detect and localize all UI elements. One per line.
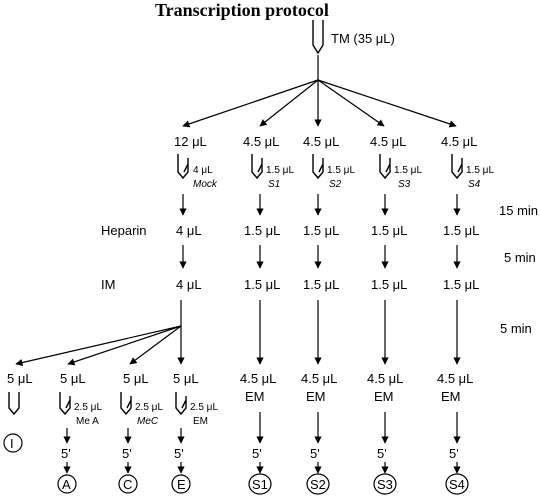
em-label: EM <box>441 389 461 404</box>
final-volume: 4.5 μL <box>240 371 276 386</box>
incubation-time: 5' <box>449 446 459 461</box>
im-volume: 1.5 μL <box>443 277 479 292</box>
tm-distribution-arrows <box>182 55 457 128</box>
incubation-time: 5' <box>61 446 71 461</box>
incubation-time: 5' <box>252 446 262 461</box>
heparin-volume: 4 μL <box>176 223 202 238</box>
heparin-volume: 1.5 μL <box>244 223 280 238</box>
sample-circle-icon <box>445 473 469 495</box>
row1-volume: 12 μL <box>174 134 207 149</box>
im-label: IM <box>101 277 115 292</box>
diagram-title: Transcription protocol <box>155 0 329 20</box>
addition-name: S3 <box>398 179 411 190</box>
im-volume: 1.5 μL <box>303 277 339 292</box>
sample-circle-icon <box>57 474 77 494</box>
addition-volume: 1.5 μL <box>394 165 422 176</box>
addition-volume: 1.5 μL <box>466 165 494 176</box>
addition-volume: 1.5 μL <box>266 165 294 176</box>
im-volume: 1.5 μL <box>244 277 280 292</box>
step-arrows <box>63 412 461 444</box>
long-arrows <box>256 300 461 365</box>
row1-volume: 4.5 μL <box>441 134 477 149</box>
row1-volume: 4.5 μL <box>243 134 279 149</box>
im-distribution-arrows <box>15 300 185 367</box>
step-arrows <box>179 245 461 269</box>
sample-circle-icon <box>171 474 191 494</box>
time-label: 15 min <box>499 203 538 218</box>
tm-tube-icon <box>312 20 324 55</box>
im-volume: 1.5 μL <box>371 277 407 292</box>
addition-volume: 2.5 μL <box>74 402 102 413</box>
row1-volume: 4.5 μL <box>370 134 406 149</box>
addition-volume: 1.5 μL <box>327 165 355 176</box>
sample-label: C <box>123 477 132 492</box>
sample-circle-icon <box>373 473 397 495</box>
addition-name: S4 <box>468 179 481 190</box>
tm-label: TM (35 μL) <box>331 31 395 46</box>
addition-name: S2 <box>329 179 342 190</box>
time-label: 5 min <box>504 250 536 265</box>
sample-circle-icon <box>248 473 272 495</box>
incubation-time: 5' <box>122 446 132 461</box>
final-volume: 4.5 μL <box>367 371 403 386</box>
heparin-volume: 1.5 μL <box>443 223 479 238</box>
sample-label: S1 <box>252 477 268 492</box>
sample-circle-icon <box>3 433 23 453</box>
tube-icon <box>451 154 463 180</box>
sample-label: I <box>10 436 14 451</box>
tube-icon <box>177 154 189 180</box>
addition-volume: 2.5 μL <box>190 402 218 413</box>
heparin-volume: 1.5 μL <box>371 223 407 238</box>
tube-icon <box>251 154 263 180</box>
final-volume: 5 μL <box>173 371 199 386</box>
em-label: EM <box>306 389 326 404</box>
step-arrows <box>179 194 461 216</box>
tube-icon <box>312 154 324 180</box>
addition-name: EM <box>193 416 208 427</box>
im-volume: 4 μL <box>176 277 202 292</box>
final-volume: 5 μL <box>7 371 33 386</box>
step-arrows <box>63 462 461 474</box>
incubation-time: 5' <box>174 446 184 461</box>
sample-circle-icon <box>118 474 138 494</box>
final-volume: 4.5 μL <box>301 371 337 386</box>
addition-name: Me A <box>76 416 99 427</box>
addition-volume: 2.5 μL <box>135 402 163 413</box>
incubation-time: 5' <box>310 446 320 461</box>
time-label: 5 min <box>500 321 532 336</box>
addition-volume: 4 μL <box>193 165 213 176</box>
final-volume: 5 μL <box>123 371 149 386</box>
tube-icon <box>59 392 71 416</box>
tube-icon <box>8 392 20 416</box>
row1-volume: 4.5 μL <box>303 134 339 149</box>
sample-label: S3 <box>377 477 393 492</box>
final-volume: 5 μL <box>60 371 86 386</box>
tube-icon <box>379 154 391 180</box>
sample-label: A <box>62 477 71 492</box>
tube-icon <box>120 392 132 416</box>
em-label: EM <box>374 389 394 404</box>
tube-icon <box>175 392 187 416</box>
sample-label: E <box>177 477 186 492</box>
incubation-time: 5' <box>377 446 387 461</box>
heparin-volume: 1.5 μL <box>303 223 339 238</box>
sample-label: S4 <box>449 477 465 492</box>
sample-circle-icon <box>306 473 330 495</box>
final-volume: 4.5 μL <box>437 371 473 386</box>
addition-name: S1 <box>268 179 280 190</box>
sample-label: S2 <box>310 477 326 492</box>
addition-name: Mock <box>193 179 218 190</box>
addition-name: MeC <box>137 416 159 427</box>
heparin-label: Heparin <box>101 223 147 238</box>
em-label: EM <box>245 389 265 404</box>
